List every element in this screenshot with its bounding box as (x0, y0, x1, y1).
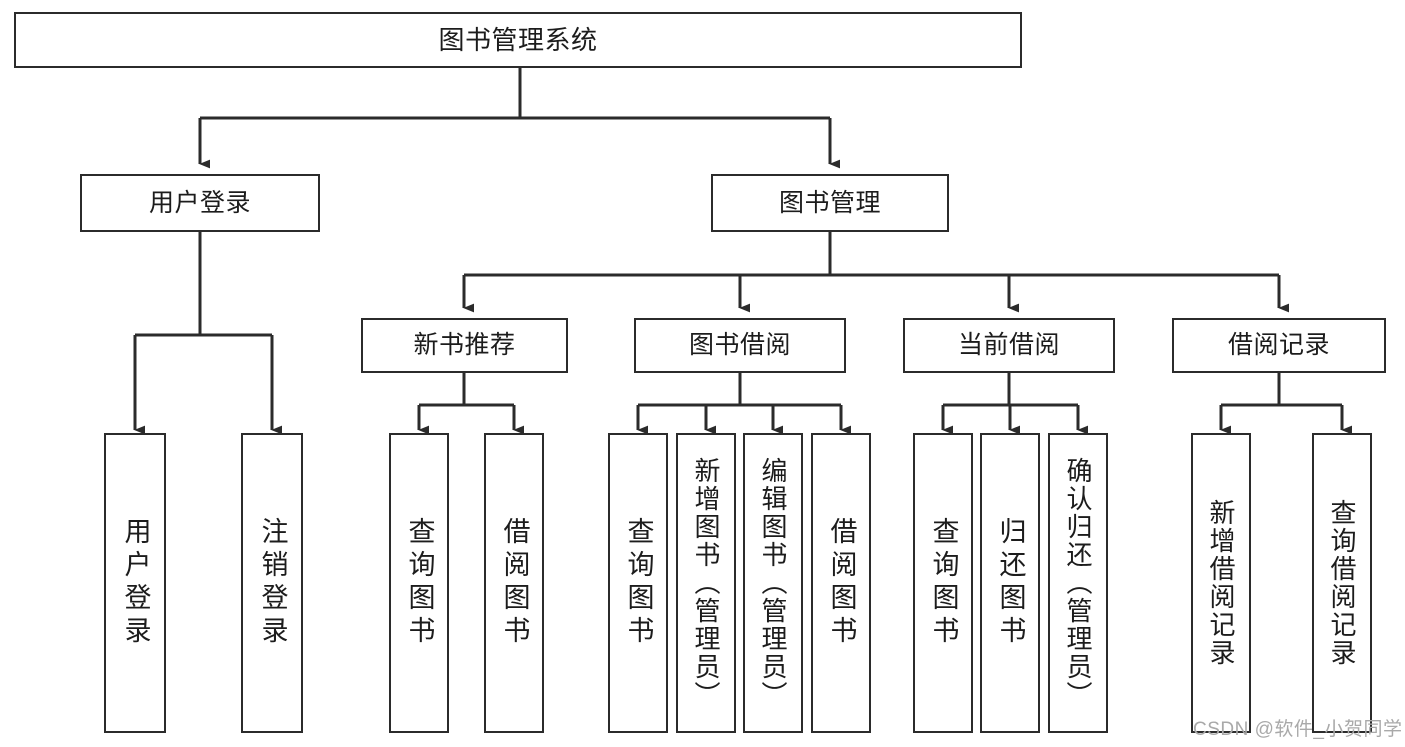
leaf-return-book[interactable]: 归还图书 (980, 433, 1040, 733)
node-label: 新增借阅记录 (1206, 499, 1236, 667)
node-label: 图书借阅 (688, 331, 791, 359)
leaf-user-login[interactable]: 用户登录 (104, 433, 166, 733)
node-label: 查询图书 (404, 517, 435, 649)
leaf-borrow-book-1[interactable]: 借阅图书 (484, 433, 544, 733)
node-label: 归还图书 (995, 517, 1026, 649)
csdn-watermark: CSDN @软件_小贺同学 (1193, 719, 1403, 740)
leaf-logout[interactable]: 注销登录 (241, 433, 303, 733)
node-label: 确认归还（管理员） (1063, 457, 1093, 709)
node-borrow-record[interactable]: 借阅记录 (1172, 318, 1386, 373)
node-label: 查询图书 (623, 517, 654, 649)
leaf-query-book-2[interactable]: 查询图书 (608, 433, 668, 733)
node-label: 查询图书 (928, 517, 959, 649)
leaf-query-borrow-record[interactable]: 查询借阅记录 (1312, 433, 1372, 733)
node-book-management[interactable]: 图书管理 (711, 174, 949, 232)
node-label: 图书管理系统 (438, 24, 598, 55)
node-label: 注销登录 (257, 517, 288, 649)
leaf-add-book-admin[interactable]: 新增图书（管理员） (676, 433, 736, 733)
leaf-borrow-book-2[interactable]: 借阅图书 (811, 433, 871, 733)
node-label: 借阅图书 (499, 517, 530, 649)
node-label: 用户登录 (148, 188, 251, 217)
node-label: 用户登录 (120, 517, 151, 649)
node-label: 借阅图书 (826, 517, 857, 649)
node-user-login[interactable]: 用户登录 (80, 174, 320, 232)
leaf-confirm-return-admin[interactable]: 确认归还（管理员） (1048, 433, 1108, 733)
leaf-query-book-3[interactable]: 查询图书 (913, 433, 973, 733)
node-label: 编辑图书（管理员） (758, 457, 788, 709)
leaf-add-borrow-record[interactable]: 新增借阅记录 (1191, 433, 1251, 733)
node-label: 查询借阅记录 (1327, 499, 1357, 667)
node-current-borrow[interactable]: 当前借阅 (903, 318, 1115, 373)
leaf-query-book-1[interactable]: 查询图书 (389, 433, 449, 733)
node-new-book-recommendation[interactable]: 新书推荐 (361, 318, 568, 373)
node-root-system[interactable]: 图书管理系统 (14, 12, 1022, 68)
node-label: 图书管理 (778, 188, 881, 217)
leaf-edit-book-admin[interactable]: 编辑图书（管理员） (743, 433, 803, 733)
node-label: 借阅记录 (1227, 331, 1330, 359)
node-label: 当前借阅 (957, 331, 1060, 359)
node-book-borrow[interactable]: 图书借阅 (634, 318, 846, 373)
node-label: 新增图书（管理员） (691, 457, 721, 709)
node-label: 新书推荐 (413, 331, 516, 359)
